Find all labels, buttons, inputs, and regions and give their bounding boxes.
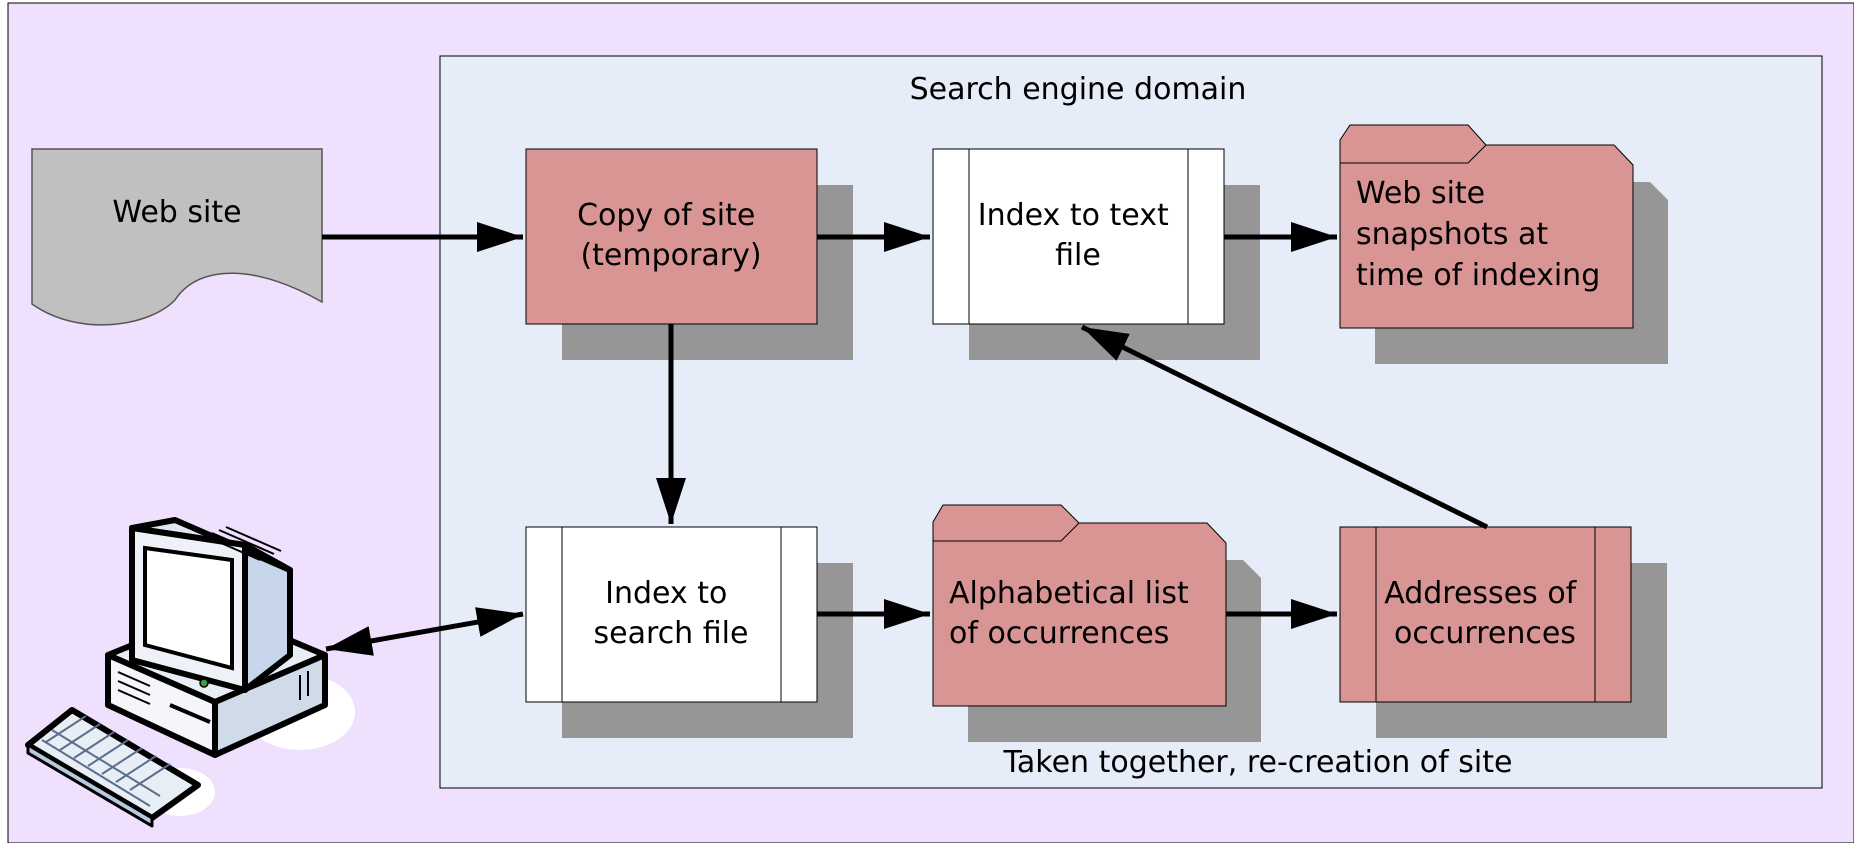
folder-tab-line <box>1340 144 1487 164</box>
predefined-process-shape <box>525 526 818 703</box>
keyboard-keys <box>41 715 171 807</box>
arrow-computer-index-search-bidirectional <box>325 607 524 656</box>
node-label: Addresses of occurrences <box>1384 576 1586 651</box>
domain-footer: Taken together, re-creation of site <box>1003 745 1513 780</box>
box <box>525 148 818 325</box>
node-label: Index to text file <box>978 198 1179 273</box>
node-label: Web site snapshots at time of indexing <box>1356 176 1600 293</box>
connectors <box>322 222 1489 656</box>
base-side <box>212 652 328 758</box>
node-label: Web site <box>112 195 241 230</box>
node-addresses-of-occurrences: Addresses of occurrences <box>1339 526 1667 738</box>
document-shape <box>31 148 323 326</box>
base-vents <box>117 671 309 705</box>
predefined-process-shape <box>1339 526 1632 703</box>
node-website: Web site <box>31 148 323 326</box>
predefined-process-shape <box>932 148 1225 325</box>
monitor-screen <box>143 545 234 671</box>
arrow-addresses-to-index-text <box>1080 324 1489 530</box>
monitor-grille <box>204 526 282 561</box>
node-index-to-text-file: Index to text file <box>932 148 1260 360</box>
node-copy-of-site: Copy of site (temporary) <box>525 148 853 360</box>
desktop-computer-icon <box>25 517 355 828</box>
power-led <box>199 678 209 688</box>
domain-title: Search engine domain <box>910 72 1247 107</box>
node-snapshots-folder: Web site snapshots at time of indexing <box>1339 124 1668 364</box>
drive-slot <box>169 703 211 724</box>
folder-tab-line <box>933 522 1080 542</box>
node-label: Copy of site (temporary) <box>577 198 765 273</box>
node-label: Alphabetical list of occurrences <box>949 576 1198 651</box>
node-index-to-search-file: Index to search file <box>525 526 853 738</box>
keyboard-front <box>26 743 154 828</box>
node-label: Index to search file <box>594 576 749 651</box>
node-alphabetical-list-folder: Alphabetical list of occurrences <box>932 504 1261 742</box>
